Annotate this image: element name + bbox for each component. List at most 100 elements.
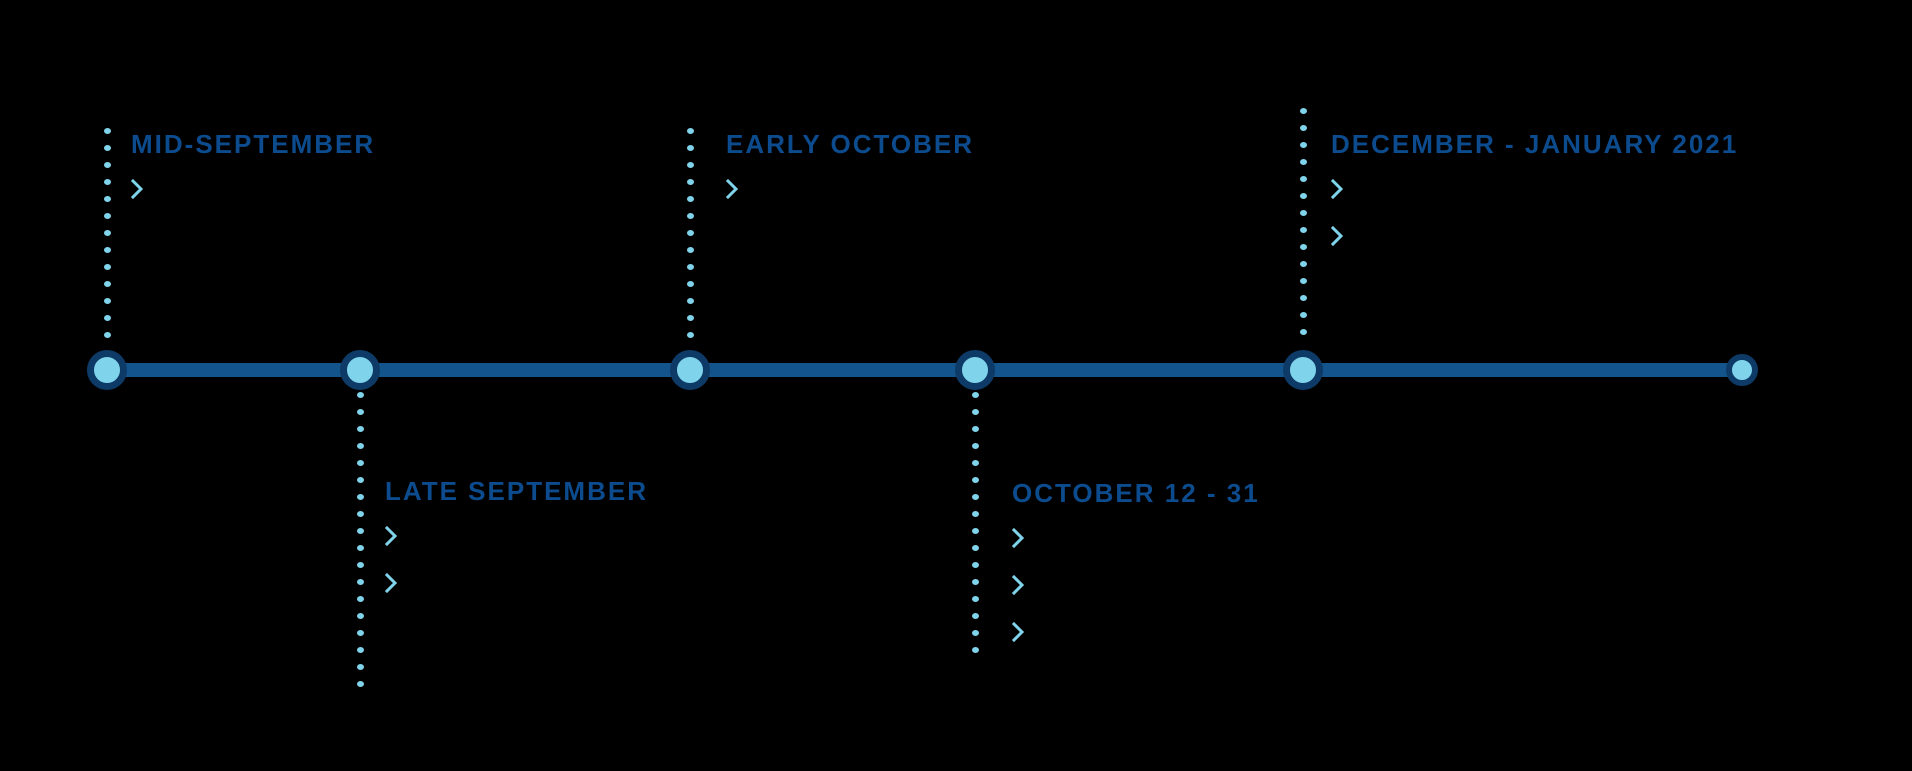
bullet-item[interactable] (385, 526, 648, 573)
bullet-item[interactable] (1012, 622, 1260, 669)
stem-dot (357, 562, 364, 568)
stem-dot (104, 128, 111, 134)
stem-dot (687, 298, 694, 304)
stem-dot (357, 511, 364, 517)
stem-late-september (357, 392, 364, 700)
milestone-bullets-early-october (726, 179, 974, 226)
stem-dot (104, 332, 111, 338)
stem-dot (1300, 278, 1307, 284)
stem-dot (687, 145, 694, 151)
stem-mid-september (104, 128, 111, 348)
stem-dot (972, 630, 979, 636)
stem-dot (104, 315, 111, 321)
stem-dot (104, 298, 111, 304)
milestone-late-september: LATE SEPTEMBER (385, 478, 648, 620)
stem-dot (357, 630, 364, 636)
stem-dot (357, 426, 364, 432)
timeline-node-6[interactable] (1726, 354, 1758, 386)
chevron-right-icon (1012, 575, 1025, 595)
stem-dot (687, 196, 694, 202)
stem-dot (1300, 244, 1307, 250)
timeline-node-2[interactable] (340, 350, 380, 390)
stem-dot (1300, 329, 1307, 335)
timeline-node-1[interactable] (87, 350, 127, 390)
stem-dot (972, 647, 979, 653)
milestone-heading-early-october: EARLY OCTOBER (726, 129, 975, 159)
milestone-bullets-october-12-31 (1012, 528, 1260, 669)
timeline-node-3[interactable] (670, 350, 710, 390)
chevron-right-icon (726, 179, 739, 199)
stem-dot (357, 681, 364, 687)
stem-dot (972, 579, 979, 585)
stem-dot (972, 392, 979, 398)
stem-dot (357, 596, 364, 602)
milestone-heading-mid-september: MID-SEPTEMBER (131, 129, 376, 159)
bullet-item[interactable] (1012, 575, 1260, 622)
stem-dot (357, 443, 364, 449)
stem-dot (1300, 210, 1307, 216)
stem-dot (104, 247, 111, 253)
milestone-bullets-late-september (385, 526, 648, 620)
stem-dot (357, 477, 364, 483)
bullet-item[interactable] (726, 179, 974, 226)
stem-dot (687, 247, 694, 253)
stem-dot (1300, 108, 1307, 114)
chevron-right-icon (1331, 179, 1344, 199)
stem-dot (104, 179, 111, 185)
stem-dot (687, 281, 694, 287)
stem-dot (1300, 295, 1307, 301)
stem-dot (972, 494, 979, 500)
stem-dot (104, 230, 111, 236)
milestone-mid-september: MID-SEPTEMBER (131, 131, 375, 226)
stem-early-october (687, 128, 694, 348)
milestone-october-12-31: OCTOBER 12 - 31 (1012, 480, 1260, 669)
stem-dot (972, 562, 979, 568)
stem-dot (357, 613, 364, 619)
stem-dot (1300, 125, 1307, 131)
stem-dot (104, 213, 111, 219)
timeline-node-4[interactable] (955, 350, 995, 390)
bullet-item[interactable] (1331, 226, 1738, 273)
milestone-bullets-december-january-2021 (1331, 179, 1738, 273)
stem-dot (1300, 193, 1307, 199)
stem-dot (1300, 142, 1307, 148)
milestone-heading-december-january-2021: DECEMBER - JANUARY 2021 (1331, 129, 1739, 159)
bullet-item[interactable] (1331, 179, 1738, 226)
milestone-heading-late-september: LATE SEPTEMBER (385, 476, 648, 506)
stem-dot (972, 545, 979, 551)
stem-dot (687, 230, 694, 236)
bullet-item[interactable] (385, 573, 648, 620)
timeline-node-5[interactable] (1283, 350, 1323, 390)
stem-dot (357, 647, 364, 653)
chevron-right-icon (385, 573, 398, 593)
stem-dot (104, 281, 111, 287)
stem-dot (357, 460, 364, 466)
milestone-early-october: EARLY OCTOBER (726, 131, 974, 226)
stem-dot (972, 613, 979, 619)
stem-dot (104, 145, 111, 151)
stem-dot (1300, 261, 1307, 267)
stem-dot (357, 664, 364, 670)
stem-dot (972, 409, 979, 415)
stem-dot (104, 162, 111, 168)
stem-dot (357, 392, 364, 398)
stem-dot (357, 494, 364, 500)
stem-dot (972, 426, 979, 432)
bullet-item[interactable] (1012, 528, 1260, 575)
timeline-rail (107, 363, 1743, 377)
stem-dot (104, 196, 111, 202)
chevron-right-icon (385, 526, 398, 546)
stem-dot (972, 511, 979, 517)
bullet-item[interactable] (131, 179, 375, 226)
stem-october-12-31 (972, 392, 979, 662)
chevron-right-icon (131, 179, 144, 199)
stem-dot (687, 213, 694, 219)
stem-dot (687, 264, 694, 270)
stem-dot (1300, 227, 1307, 233)
stem-dot (972, 460, 979, 466)
chevron-right-icon (1331, 226, 1344, 246)
milestone-december-january-2021: DECEMBER - JANUARY 2021 (1331, 131, 1738, 273)
stem-dot (104, 264, 111, 270)
chevron-right-icon (1012, 528, 1025, 548)
